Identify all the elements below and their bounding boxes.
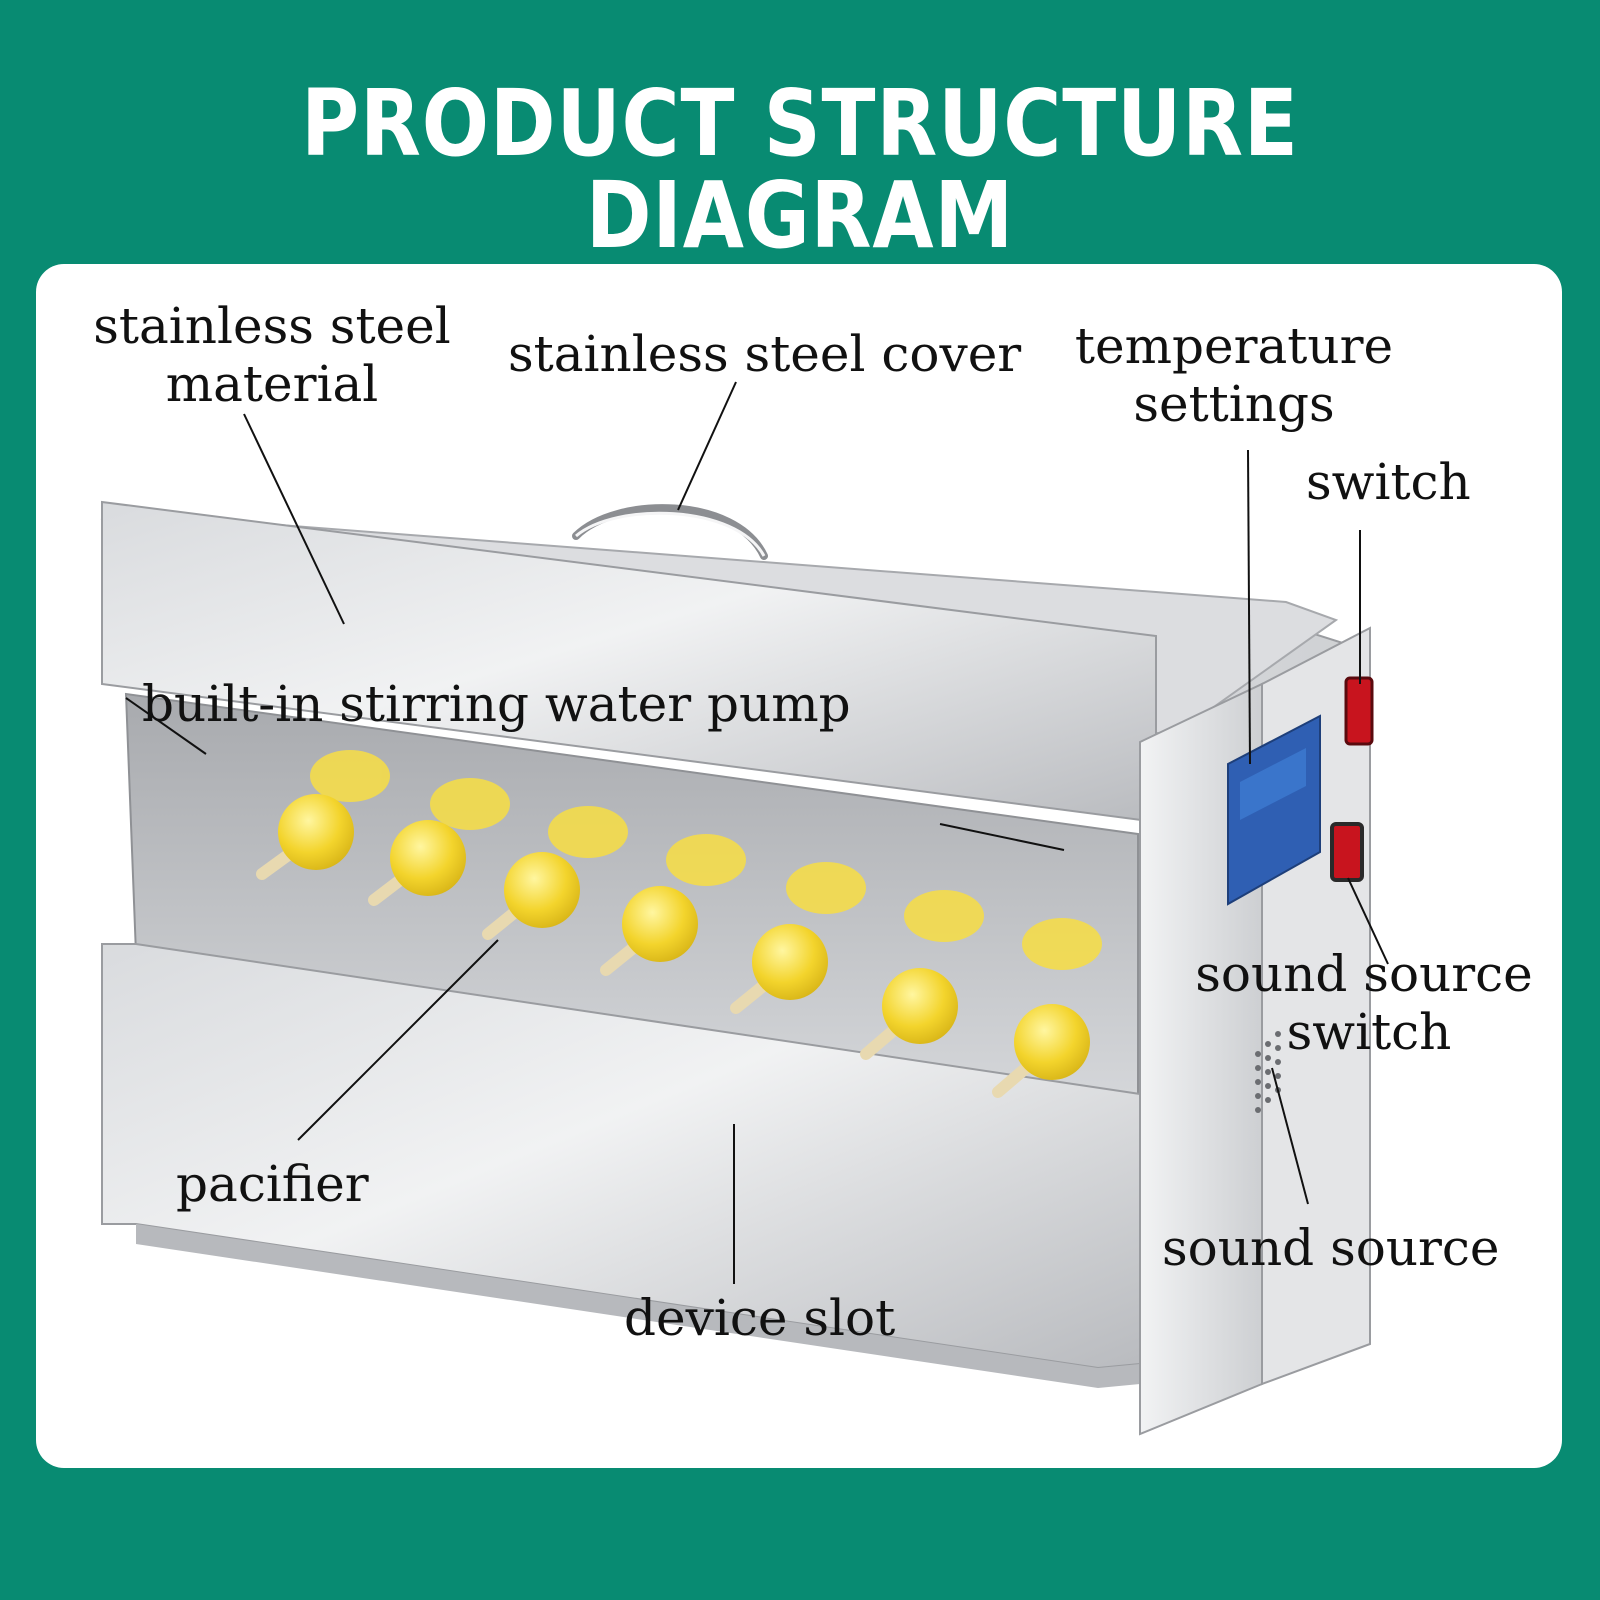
speaker-grill	[1255, 1031, 1281, 1113]
bottle-5	[730, 924, 828, 1014]
label-pacifier: pacifier	[176, 1155, 369, 1213]
label-stainless-steel-cover: stainless steel cover	[508, 325, 1022, 383]
bottle-4	[600, 886, 698, 976]
bottle-6	[860, 968, 958, 1060]
diagram-panel: stainless steel material stainless steel…	[36, 264, 1562, 1468]
bottle-1	[256, 794, 354, 880]
label-switch: switch	[1306, 453, 1471, 511]
label-sound-source-switch-line2: switch	[1286, 1002, 1452, 1061]
label-stainless-steel-material: stainless steel material	[72, 297, 472, 413]
bottle-2	[368, 820, 466, 906]
power-switch	[1344, 676, 1374, 746]
label-temperature-settings-line1: temperature	[1074, 317, 1394, 375]
leader-lines	[125, 381, 1389, 1284]
bottle-7	[992, 1004, 1090, 1098]
label-temperature-settings-line2: settings	[1133, 374, 1335, 433]
label-device-slot: device slot	[624, 1289, 896, 1347]
label-sound-source-switch-line1: sound source	[1195, 945, 1533, 1003]
sound-switch	[1330, 822, 1364, 882]
back-bottle-row	[310, 750, 1102, 970]
page-title: PRODUCT STRUCTURE DIAGRAM	[301, 70, 1299, 269]
label-built-in-stirring-water-pump: built-in stirring water pump	[142, 675, 851, 733]
machine-illustration	[100, 381, 1389, 1436]
label-temperature-settings: temperature settings	[1064, 317, 1404, 433]
bottle-3	[482, 852, 580, 940]
lid-handle	[572, 504, 768, 560]
label-sound-source: sound source	[1162, 1219, 1500, 1277]
label-sound-source-switch: sound source switch	[1194, 945, 1534, 1061]
pacifier-bottle-row	[256, 794, 1090, 1098]
label-stainless-steel-material-line1: stainless steel	[93, 297, 451, 355]
label-stainless-steel-material-line2: material	[165, 354, 379, 413]
